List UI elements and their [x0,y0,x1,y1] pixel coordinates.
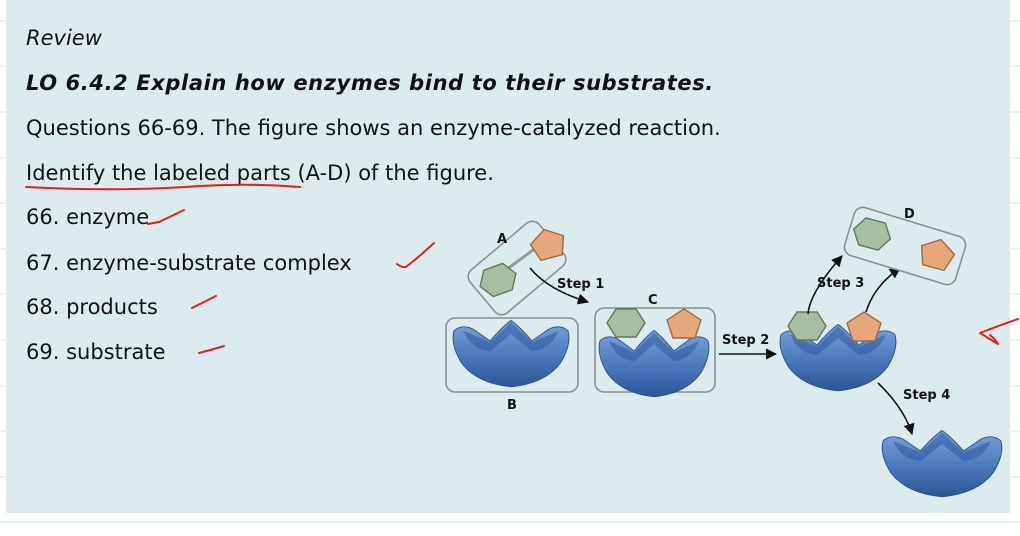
products-d [843,206,967,286]
substrate-a [467,220,569,316]
step4-label: Step 4 [903,388,950,403]
answer-69: 69. substrate [26,340,166,364]
instruction-underlined: Identify the labeled parts [26,161,291,185]
answer-67: 67. enzyme-substrate complex [26,251,352,275]
check-mark-68 [191,295,217,309]
pointer-arrow-mark [979,318,1019,345]
instruction-line: Identify the labeled parts (A-D) of the … [26,161,494,185]
step3-arrow-right [865,267,901,313]
learning-objective: LO 6.4.2 Explain how enzymes bind to the… [26,71,714,95]
instruction-underline-mark [25,183,301,191]
label-a: A [497,232,507,247]
step3-label: Step 3 [817,276,864,291]
step4-arrow [877,382,915,436]
step2-label: Step 2 [722,333,769,348]
instruction-rest: (A-D) of the figure. [290,161,494,185]
answer-66: 66. enzyme [26,205,150,229]
review-heading: Review [26,26,102,50]
step1-arrow [529,267,590,305]
enzyme-with-products [779,311,897,392]
step1-label: Step 1 [557,277,604,292]
check-mark-67 [396,242,435,269]
enzyme-b [445,317,579,393]
label-b: B [507,398,517,413]
step3-arrow-left [807,255,843,315]
check-mark-66 [147,209,185,225]
check-mark-69 [198,345,225,354]
complex-c [594,307,716,398]
label-d: D [904,207,915,222]
handwritten-annotations [25,183,1019,354]
label-c: C [648,293,658,308]
question-intro: Questions 66-69. The figure shows an enz… [26,116,721,140]
free-enzyme [881,430,1003,498]
answer-68: 68. products [26,295,158,319]
